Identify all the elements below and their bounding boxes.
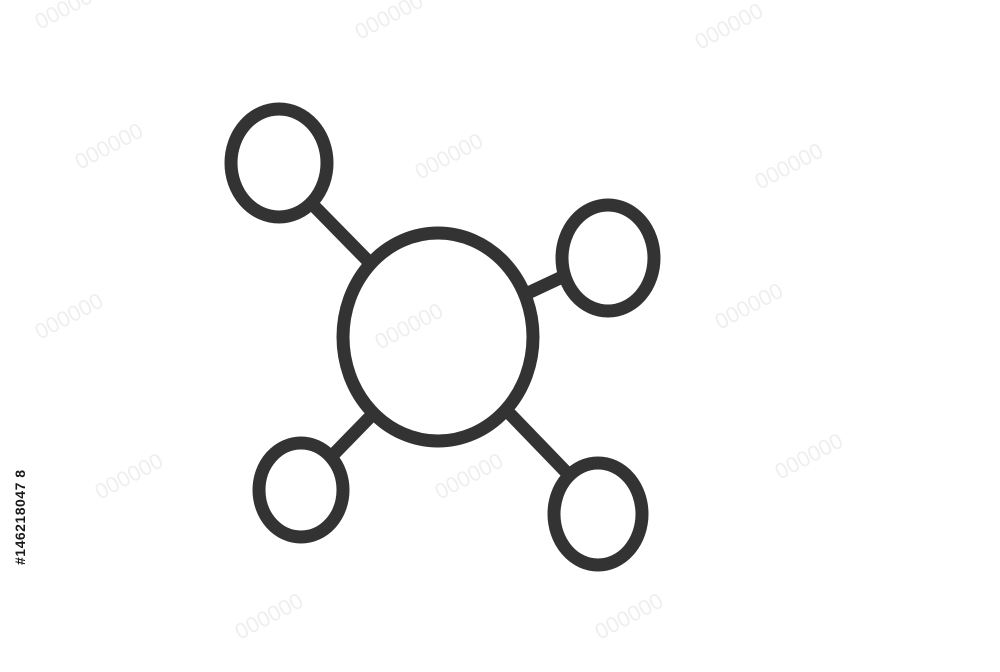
connector-top-left: [309, 201, 376, 269]
hub-node: [336, 226, 540, 448]
node-top-left: [224, 102, 334, 224]
connector-bottom-left: [324, 411, 376, 464]
node-bottom-right: [547, 456, 649, 572]
stock-id-label: #146218047 8: [12, 469, 28, 565]
node-bottom-left: [252, 436, 350, 544]
connector-right: [521, 271, 567, 300]
node-right: [555, 198, 661, 318]
connector-bottom-right: [504, 408, 575, 481]
